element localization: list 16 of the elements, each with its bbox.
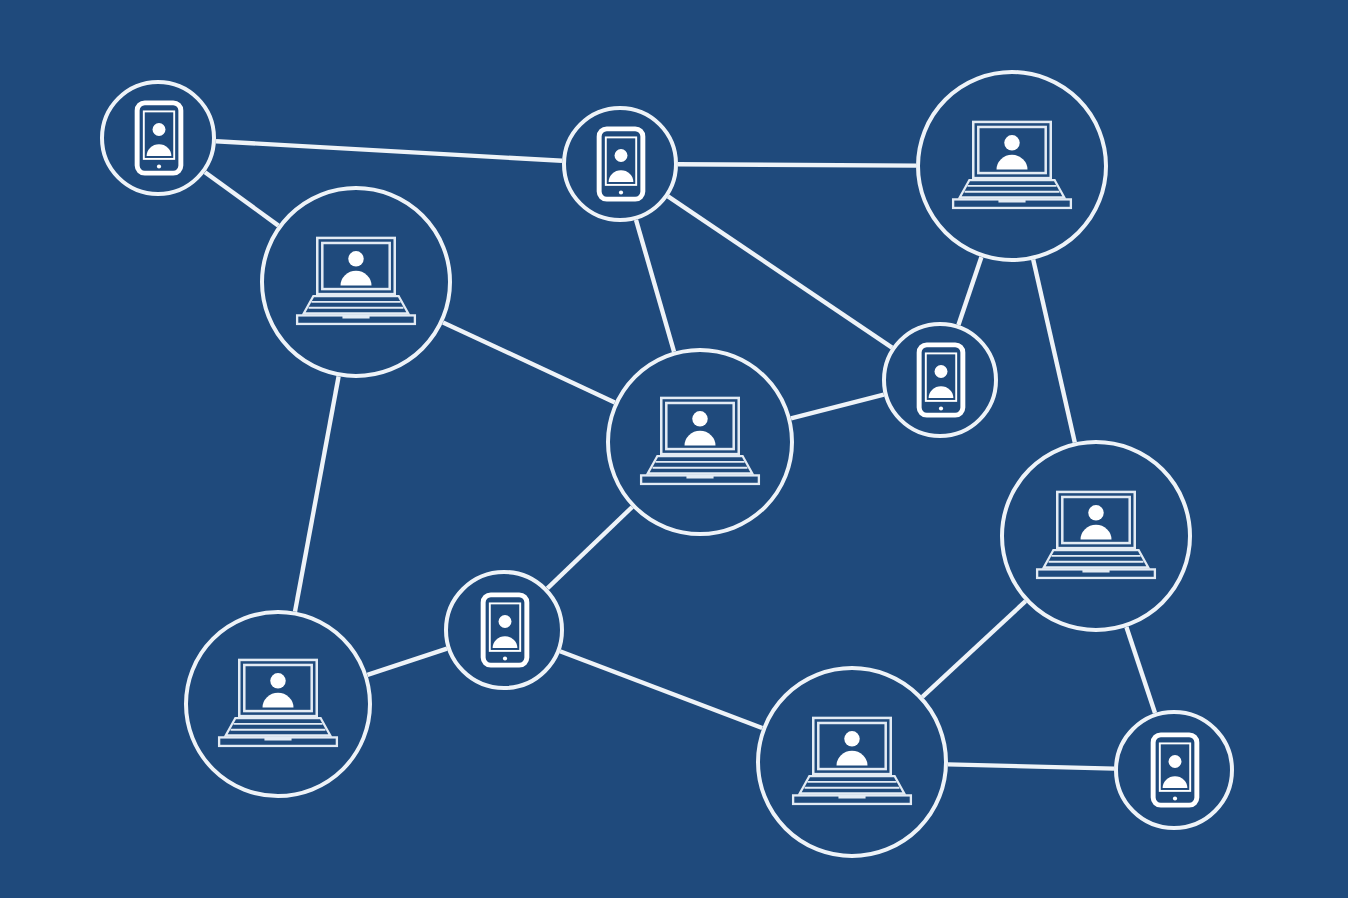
- connector-line: [790, 392, 885, 421]
- connector-line: [366, 646, 448, 677]
- connector-line: [442, 320, 616, 405]
- connector-line: [947, 762, 1115, 771]
- connector-line: [292, 376, 341, 612]
- connector-line: [920, 599, 1028, 699]
- connector-line: [678, 162, 916, 168]
- connector-line: [956, 256, 984, 326]
- connector-line: [545, 505, 634, 590]
- connector-line: [203, 170, 280, 228]
- connector-line: [633, 219, 677, 353]
- connector-line: [215, 139, 563, 163]
- connector-line: [1124, 626, 1158, 714]
- connector-line: [1031, 259, 1077, 443]
- connector-line: [559, 649, 763, 731]
- connector-line: [666, 194, 894, 350]
